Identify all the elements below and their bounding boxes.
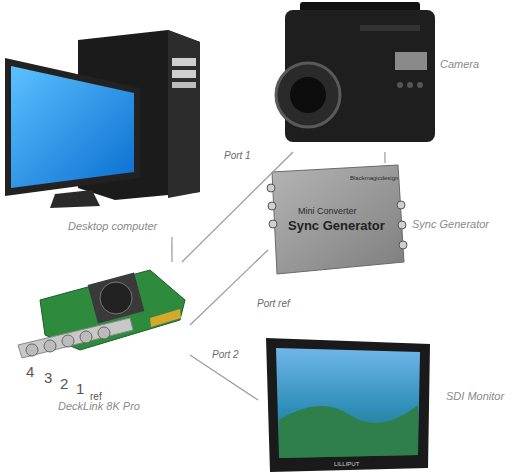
bnc-port <box>397 201 405 209</box>
sync-case <box>272 165 404 274</box>
camera-button <box>417 82 423 88</box>
port-label: Port 2 <box>210 349 241 361</box>
tower-front <box>168 30 200 198</box>
sdi-monitor-drawing <box>266 338 430 472</box>
monitor-frame <box>266 338 430 472</box>
device-caption: Desktop computer <box>68 220 157 233</box>
signal-cable <box>384 152 385 163</box>
drive-bay <box>172 70 196 78</box>
drive-bay <box>172 82 196 88</box>
device-node: Camera <box>270 2 505 152</box>
sensor-opening <box>290 77 326 113</box>
camera-button <box>397 82 403 88</box>
port-number: 1 <box>76 381 84 398</box>
signal-cable <box>190 250 268 325</box>
device-node: Desktop computer <box>5 28 200 237</box>
screen-landscape <box>279 405 418 458</box>
monitor-screen <box>276 348 420 458</box>
signal-cable <box>171 237 172 262</box>
edge-connector <box>150 309 181 327</box>
bnc-connector <box>80 331 92 343</box>
lens-mount <box>276 63 340 127</box>
computer-drawing <box>5 30 200 208</box>
brand-mark: Blackmagicdesign <box>350 175 398 182</box>
port-number: 4 <box>26 364 34 381</box>
device-caption: SDI Monitor <box>446 390 504 403</box>
camera-drawing <box>276 2 435 142</box>
bnc-connector <box>98 327 110 339</box>
port-label: Port ref <box>255 298 292 310</box>
device-node: SDI Monitor <box>258 332 508 472</box>
camera-lcd <box>395 52 427 70</box>
device-model: Sync Generator <box>288 219 385 233</box>
device-node: DeckLink 8K Pro <box>15 262 190 418</box>
heatsink <box>88 272 145 323</box>
monitor-frame <box>5 58 140 196</box>
cooling-fan <box>100 282 132 314</box>
signal-cable <box>190 355 258 400</box>
device-caption: Camera <box>440 58 479 71</box>
camera-button <box>407 82 413 88</box>
sync-generator-drawing <box>267 165 407 274</box>
port-number: ref <box>90 391 102 402</box>
bnc-port <box>398 221 406 229</box>
device-model: Mini Converter <box>298 207 357 217</box>
decklink-card-drawing <box>18 270 185 358</box>
bnc-port <box>269 220 277 228</box>
port-number: 2 <box>60 376 68 393</box>
port-label: Port 1 <box>222 150 253 162</box>
monitor-screen <box>11 66 134 188</box>
camera-rail <box>360 25 420 31</box>
monitor-stand <box>50 190 100 208</box>
bnc-port <box>268 202 276 210</box>
bnc-connector <box>62 335 74 347</box>
device-caption: Sync Generator <box>412 218 489 231</box>
port-number: 3 <box>44 370 52 387</box>
drive-bay <box>172 58 196 66</box>
bnc-connector <box>26 344 38 356</box>
brand-mark: LILLIPUT <box>334 461 359 468</box>
card-bracket <box>18 318 133 358</box>
bnc-connector <box>44 340 56 352</box>
bnc-port <box>267 184 275 192</box>
signal-cable <box>182 152 293 262</box>
bnc-port <box>399 241 407 249</box>
